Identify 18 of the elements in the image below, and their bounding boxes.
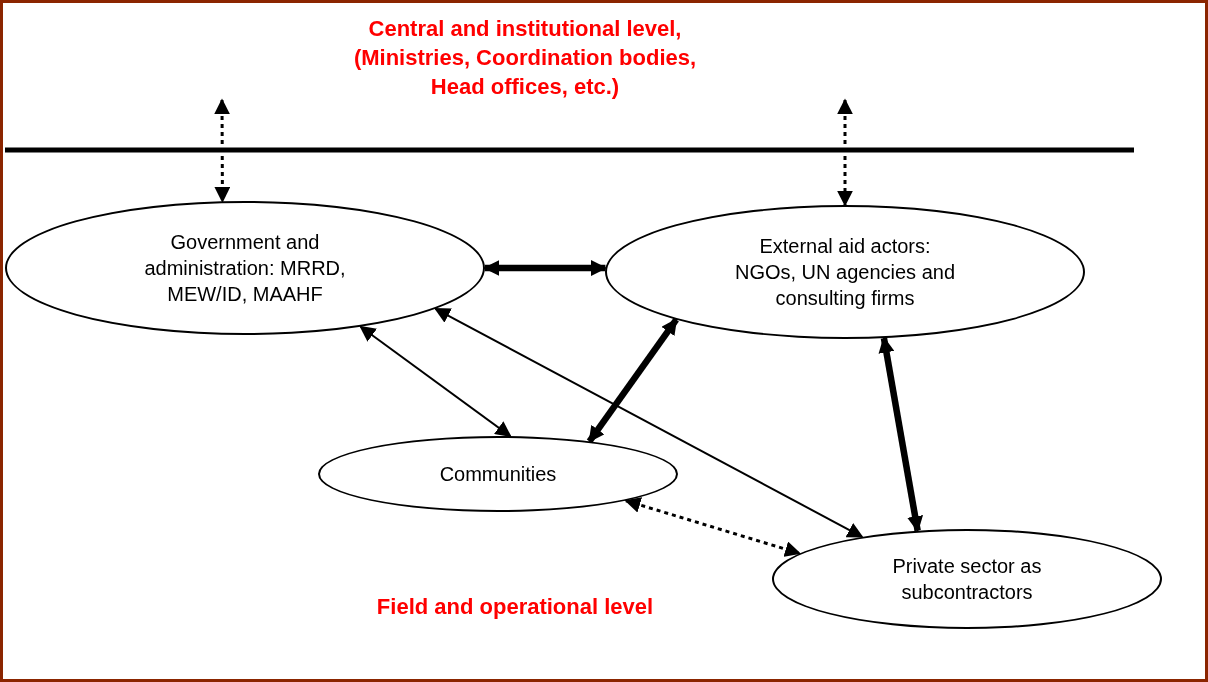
node-label: Private sector as subcontractors	[891, 554, 1043, 605]
double-arrow	[434, 307, 864, 538]
double-arrow	[359, 325, 512, 438]
actor-ellipse	[318, 436, 678, 512]
level-label: Field and operational level	[375, 593, 655, 621]
level-label: Central and institutional level, (Ministries, Coordination bodies, Head offices, etc.)	[352, 15, 698, 101]
double-arrow	[214, 98, 231, 203]
node-label: Communities	[438, 462, 558, 487]
double-arrow	[878, 336, 924, 533]
actor-ellipse	[772, 529, 1162, 629]
actor-ellipse	[5, 201, 485, 335]
double-arrow	[483, 260, 607, 277]
node-label: Government and administration: MRRD, MEW/ID, MAAHF	[143, 230, 347, 307]
double-arrow	[624, 497, 802, 557]
actor-ellipse	[605, 205, 1085, 339]
node-label: External aid actors: NGOs, UN agencies and consulting firms	[733, 234, 957, 311]
double-arrow	[837, 98, 853, 207]
double-arrow	[586, 317, 679, 444]
